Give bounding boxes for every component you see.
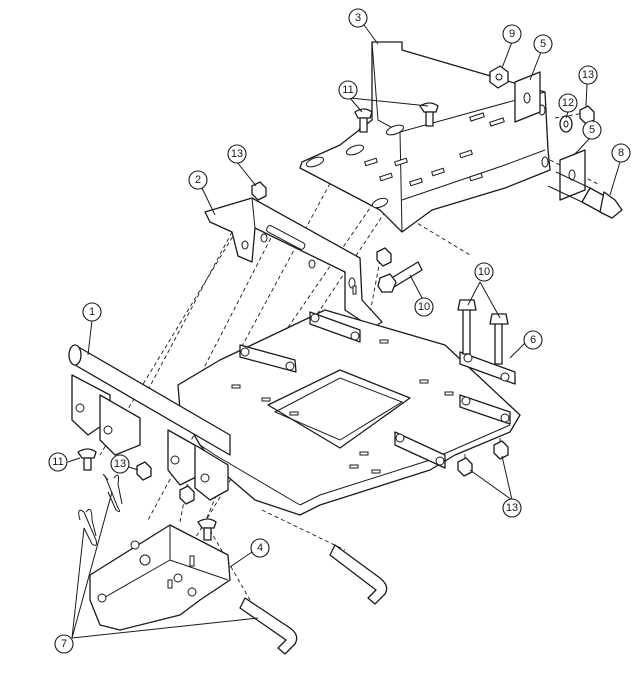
part-12-washer: [559, 115, 573, 133]
part-8-bolt: [547, 171, 623, 219]
part-10-bolt-center: [377, 261, 423, 293]
part-13-nut-left-top: [251, 181, 267, 201]
main-mount-plate: [177, 309, 521, 516]
part-13-nuts-lower-right: [457, 440, 509, 477]
callout-7-label: 7: [61, 638, 67, 650]
part-4-lower-bracket: [89, 524, 231, 631]
part-9-nut: [489, 65, 509, 89]
callout-13-upper-right-label: 13: [582, 69, 594, 81]
callout-5-lower-label: 5: [589, 124, 595, 136]
callout-12-label: 12: [562, 97, 574, 109]
callout-10-vertical-label: 10: [478, 266, 490, 278]
callout-11-upper: 11: [338, 80, 358, 100]
callout-13-lower-left: 13: [110, 454, 130, 474]
callout-13-upper-left-label: 13: [231, 148, 243, 160]
callout-13-upper-left: 13: [227, 144, 247, 164]
part-7-hitch-pin-left: [239, 597, 298, 655]
part-11-carriage-bolts-upper: [354, 102, 439, 133]
callout-5-upper-label: 5: [540, 38, 546, 50]
callout-11-left: 11: [48, 452, 68, 472]
callout-10-vertical-bolts: 10: [474, 262, 494, 282]
part-13-nut-upper: [579, 105, 595, 125]
callout-13-lower-right-label: 13: [506, 502, 518, 514]
callout-7: 7: [54, 634, 74, 654]
callout-8: 8: [611, 143, 631, 163]
part-5-spacer-lower: [559, 149, 586, 201]
callout-9-label: 9: [509, 28, 515, 40]
part-7-hitch-clips: [78, 474, 123, 546]
callout-5-upper: 5: [533, 34, 553, 54]
callout-4: 4: [250, 538, 270, 558]
callout-1-label: 1: [89, 306, 95, 318]
callout-8-label: 8: [618, 147, 624, 159]
callout-5-lower: 5: [582, 120, 602, 140]
part-2-fairlead-plate: [204, 197, 383, 329]
part-6-spacer-plate: [459, 351, 516, 385]
callout-3: 3: [348, 8, 368, 28]
callout-13-lower-right: 13: [502, 498, 522, 518]
part-11-carriage-bolt-lower: [197, 518, 217, 541]
part-11-carriage-bolt-left: [77, 448, 97, 471]
callout-10-center-bolt: 10: [414, 297, 434, 317]
callout-11-left-label: 11: [52, 456, 63, 468]
part-5-spacer-upper: [514, 71, 541, 123]
part-10-bolts-vertical: [457, 299, 509, 365]
callout-2-label: 2: [195, 174, 201, 186]
leader-lines: [67, 24, 621, 639]
callout-4-label: 4: [257, 542, 263, 554]
part-1-front-tube-assembly: [68, 344, 231, 501]
part-7-hitch-pin-right: [329, 544, 388, 605]
callout-13-lower-left-label: 13: [114, 458, 126, 470]
callout-12: 12: [558, 93, 578, 113]
part-3-upper-mount: [299, 41, 551, 233]
callout-1: 1: [82, 302, 102, 322]
part-13-nut-left: [136, 461, 195, 505]
callout-6-label: 6: [530, 334, 536, 346]
callout-2: 2: [188, 170, 208, 190]
callout-9: 9: [502, 24, 522, 44]
callout-13-upper-right: 13: [578, 65, 598, 85]
callout-11-upper-label: 11: [342, 84, 353, 96]
callout-10-center-label: 10: [418, 301, 430, 313]
callout-3-label: 3: [355, 12, 361, 24]
part-13-nut-middle: [376, 247, 392, 267]
callout-6: 6: [523, 330, 543, 350]
